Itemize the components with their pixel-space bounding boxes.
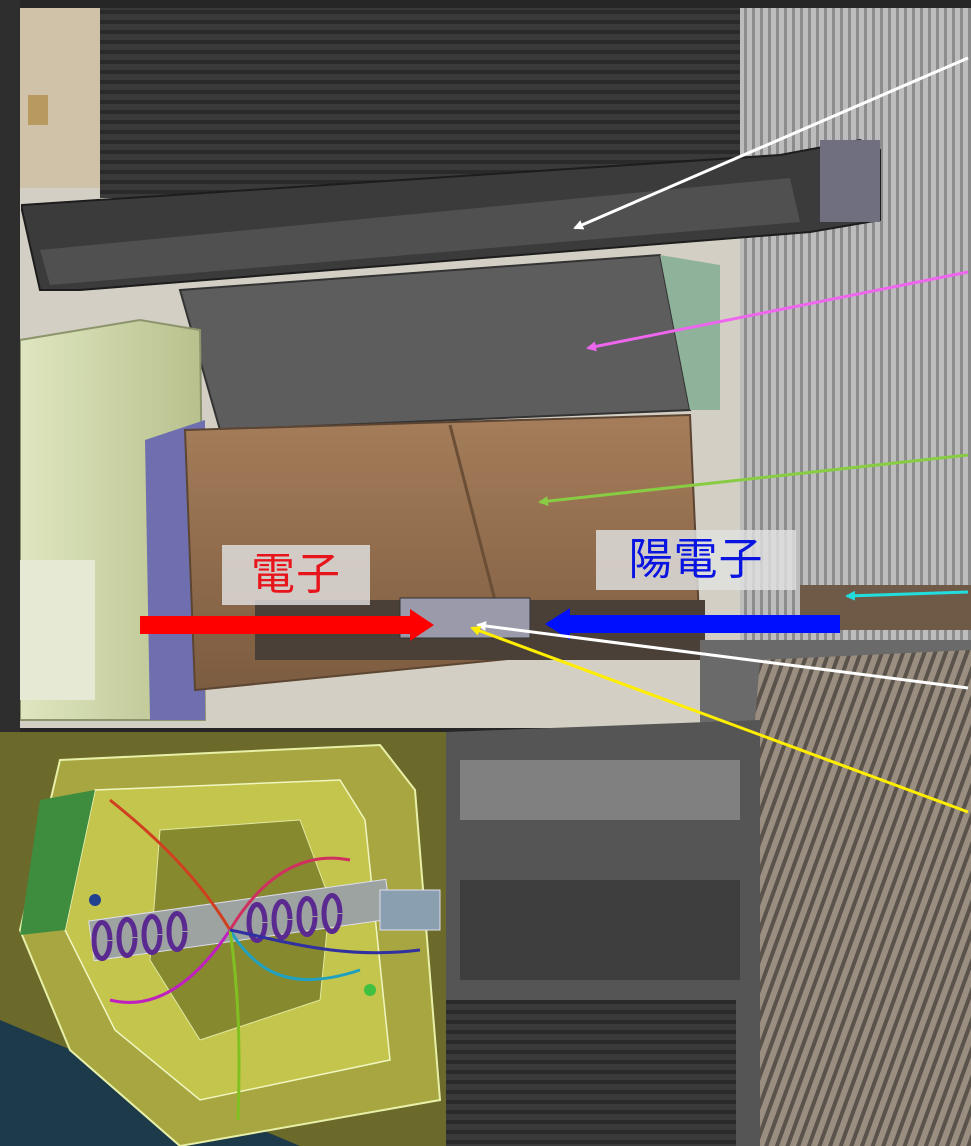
electron-arrowhead — [410, 609, 434, 641]
event-display-inset — [0, 732, 446, 1146]
pointer-interaction-point — [476, 621, 969, 690]
positron-arrowhead — [545, 608, 570, 640]
pointer-vertex-detector — [470, 626, 969, 814]
pointer-calorimeter — [586, 270, 969, 352]
positron-label: 陽電子 — [596, 530, 796, 590]
top-housing-end — [820, 140, 880, 222]
lower-gap — [460, 880, 740, 980]
lower-shutter — [446, 1000, 736, 1146]
electron-label: 電子 — [222, 545, 370, 605]
calorimeter-side — [660, 255, 720, 410]
lower-ledge — [460, 760, 740, 820]
muon-detector — [720, 650, 971, 1146]
pointer-drift-chamber — [538, 453, 969, 507]
pointer-outer-detector — [573, 56, 969, 230]
yoke-panel — [20, 560, 95, 700]
top-housing-slot — [40, 178, 800, 285]
pointer-beamline — [845, 590, 969, 601]
wall-sign — [28, 95, 48, 125]
